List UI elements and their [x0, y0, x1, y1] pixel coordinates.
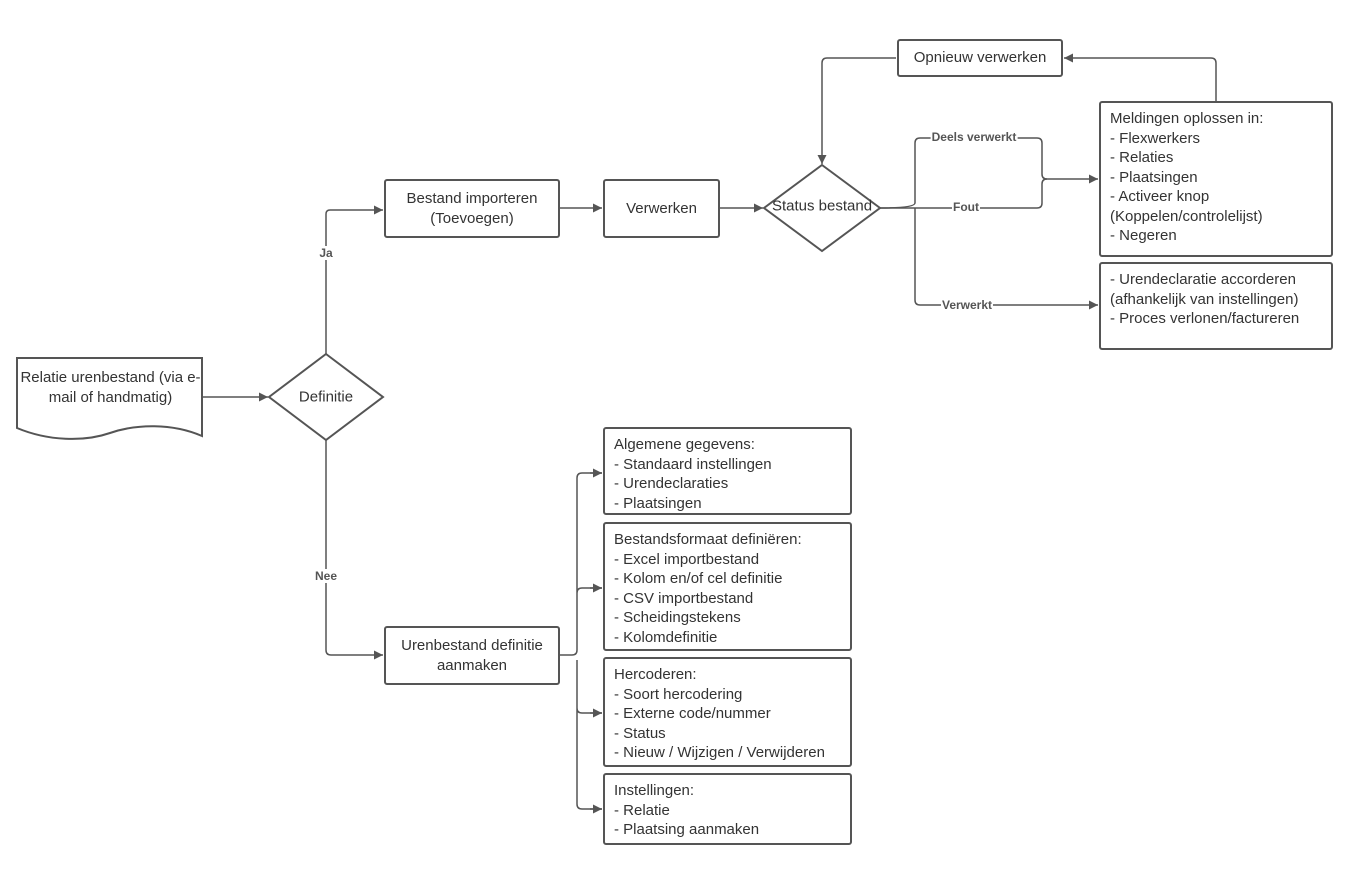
accorderen-line: - Urendeclaratie accorderen: [1110, 271, 1296, 288]
status-line: bestand: [818, 197, 873, 215]
definitie-line: Definitie: [298, 388, 354, 406]
edge-ja: [325, 205, 383, 354]
instellingen-box: Instellingen: - Relatie - Plaatsing aanm…: [603, 773, 852, 845]
importeren-line: Bestand importeren: [406, 190, 538, 207]
verwerken-line: Verwerken: [626, 199, 697, 217]
algemeen-line: - Standaard instellingen: [614, 455, 772, 473]
definitie-aanmaken-line: Urenbestand definitie: [401, 637, 543, 654]
definitie-aanmaken-line: aanmaken: [436, 656, 508, 674]
definitie-decision-label: Definitie: [299, 387, 353, 407]
formaat-line: - Scheidingstekens: [614, 609, 741, 626]
opnieuw-verwerken-box: Opnieuw verwerken: [897, 39, 1063, 77]
instellingen-line: Instellingen:: [614, 782, 695, 799]
bestand-importeren-box: Bestand importeren (Toevoegen): [384, 179, 560, 238]
edge-nee: [325, 440, 383, 660]
algemeen-line: - Plaatsingen: [614, 494, 702, 512]
source-document-label: Relatie urenbestand (via e-mail of handm…: [17, 368, 204, 407]
urenbestand-definitie-aanmaken-box: Urenbestand definitie aanmaken: [384, 626, 560, 685]
urendeclaratie-accorderen-box: - Urendeclaratie accorderen (afhankelijk…: [1099, 262, 1333, 350]
meldingen-line: - Flexwerkers: [1110, 129, 1201, 147]
meldingen-oplossen-box: Meldingen oplossen in: - Flexwerkers - R…: [1099, 101, 1333, 257]
meldingen-line: - Negeren: [1110, 227, 1177, 244]
edge-fout: [880, 178, 1048, 209]
status-decision-label: Status bestand: [772, 196, 872, 216]
hercoderen-line: - Status: [614, 724, 666, 742]
status-line: Status: [771, 197, 815, 215]
edge-label-fout: Fout: [952, 200, 980, 214]
algemeen-line: Algemene gegevens:: [614, 436, 755, 453]
importeren-line: (Toevoegen): [430, 209, 514, 227]
edge-label-verwerkt: Verwerkt: [940, 298, 994, 312]
edge-label-nee: Nee: [313, 569, 339, 583]
algemene-gegevens-box: Algemene gegevens: - Standaard instellin…: [603, 427, 852, 515]
formaat-line: - Excel importbestand: [614, 550, 760, 568]
meldingen-line: Meldingen oplossen in:: [1110, 110, 1264, 127]
accorderen-line: - Proces verlonen/factureren: [1110, 310, 1300, 327]
edge-label-ja: Ja: [318, 246, 334, 260]
formaat-line: - Kolomdefinitie: [614, 628, 718, 646]
meldingen-line: (Koppelen/controlelijst): [1110, 207, 1263, 225]
hercoderen-box: Hercoderen: - Soort hercodering - Extern…: [603, 657, 852, 767]
formaat-line: Bestandsformaat definiëren:: [614, 531, 802, 548]
bestandsformaat-box: Bestandsformaat definiëren: - Excel impo…: [603, 522, 852, 651]
instellingen-line: - Relatie: [614, 801, 670, 819]
hercoderen-line: - Nieuw / Wijzigen / Verwijderen: [614, 744, 825, 761]
formaat-line: - CSV importbestand: [614, 589, 754, 607]
edge-deels-verwerkt: [879, 137, 1098, 209]
opnieuw-line: Opnieuw verwerken: [913, 49, 1047, 67]
edge-meldingen-to-opnieuw: [1064, 53, 1217, 101]
algemeen-line: - Urendeclaraties: [614, 475, 729, 492]
accorderen-line: (afhankelijk van instellingen): [1110, 290, 1299, 308]
hercoderen-line: - Externe code/nummer: [614, 705, 771, 722]
verwerken-box: Verwerken: [603, 179, 720, 238]
source-line: Relatie urenbestand: [20, 369, 155, 386]
edge-branch-definities: [560, 472, 602, 810]
status-decision-shape: [762, 163, 882, 253]
hercoderen-line: - Soort hercodering: [614, 685, 743, 703]
hercoderen-line: Hercoderen:: [614, 666, 697, 683]
meldingen-line: - Relaties: [1110, 149, 1174, 166]
edge-opnieuw-to-status: [817, 57, 896, 164]
instellingen-line: - Plaatsing aanmaken: [614, 821, 760, 838]
meldingen-line: - Plaatsingen: [1110, 168, 1198, 186]
source-line: (via e-mail of handmatig): [48, 369, 201, 406]
formaat-line: - Kolom en/of cel definitie: [614, 570, 783, 587]
meldingen-line: - Activeer knop: [1110, 188, 1210, 205]
edge-label-deels-verwerkt: Deels verwerkt: [930, 130, 1018, 144]
edge-verwerkt: [914, 208, 1098, 310]
source-document-shape: [16, 357, 203, 440]
